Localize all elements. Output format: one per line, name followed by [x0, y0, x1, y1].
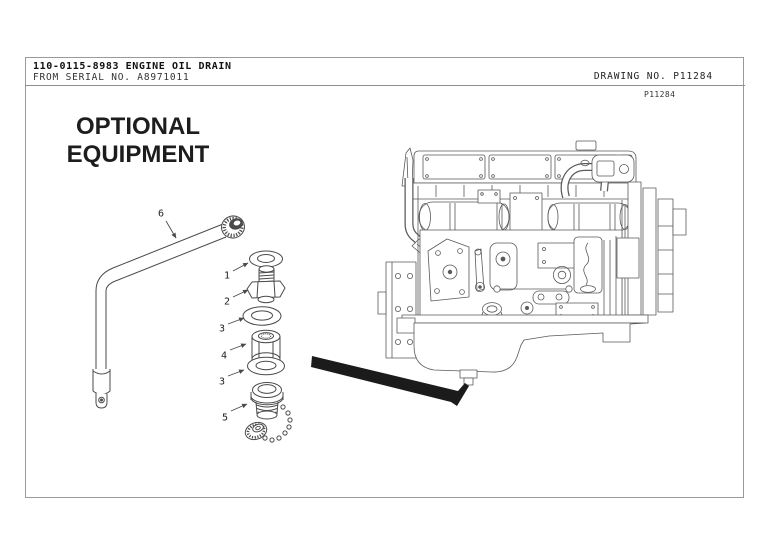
part-number-title: 110-0115-8983 ENGINE OIL DRAIN	[33, 61, 232, 72]
part-drain-valve	[244, 382, 293, 443]
drawing-page-label: P11284	[644, 90, 676, 99]
part-washer-1	[249, 250, 283, 268]
part-drain-tube	[92, 215, 245, 409]
callout-4: 4	[220, 350, 228, 362]
section-title-line2: EQUIPMENT	[66, 141, 210, 168]
dust-cap	[244, 421, 268, 441]
part-washer-3a	[242, 306, 282, 326]
callout-2: 2	[223, 296, 231, 308]
callout-1: 1	[223, 270, 231, 282]
section-title: OPTIONAL EQUIPMENT	[40, 113, 236, 169]
engine-illustration	[377, 140, 687, 386]
callout-5: 5	[221, 412, 229, 424]
header-divider	[25, 85, 745, 86]
drain-tube-assembly	[92, 215, 293, 443]
serial-number-subtitle: FROM SERIAL NO. A8971011	[33, 72, 190, 83]
callout-3b: 3	[218, 376, 226, 388]
pointer-arrow	[311, 356, 469, 406]
chain	[262, 404, 293, 443]
drawing-number: DRAWING NO. P11284	[593, 71, 713, 82]
callout-6: 6	[157, 208, 165, 220]
callout-leader-lines	[165, 220, 249, 412]
section-title-line1: OPTIONAL	[76, 113, 200, 140]
part-fitting	[246, 265, 286, 304]
callout-3a: 3	[218, 323, 226, 335]
part-washer-3b	[247, 356, 285, 376]
